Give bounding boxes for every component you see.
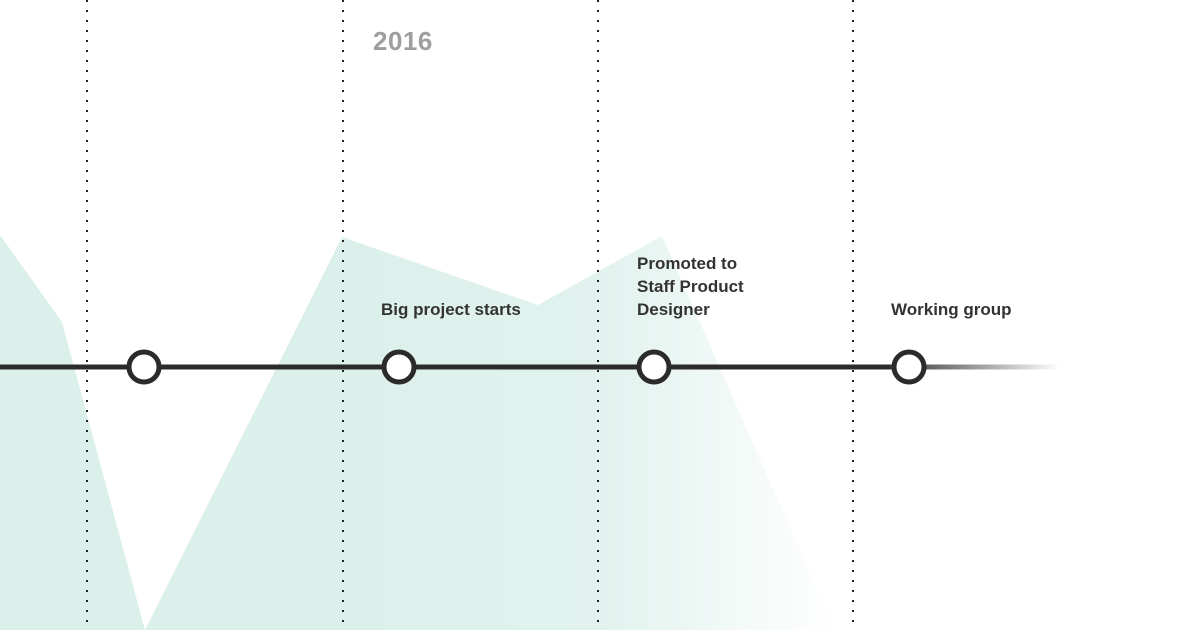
milestone-node[interactable] bbox=[126, 349, 162, 385]
event-label-big-project: Big project starts bbox=[381, 300, 521, 319]
year-label: 2016 bbox=[373, 26, 433, 56]
milestone-node[interactable] bbox=[891, 349, 927, 385]
event-label-promotion: Promoted to Staff Product Designer bbox=[637, 254, 744, 319]
milestone-node[interactable] bbox=[636, 349, 672, 385]
milestone-node[interactable] bbox=[381, 349, 417, 385]
event-label-working-group: Working group bbox=[891, 300, 1012, 319]
activity-area bbox=[0, 235, 835, 630]
